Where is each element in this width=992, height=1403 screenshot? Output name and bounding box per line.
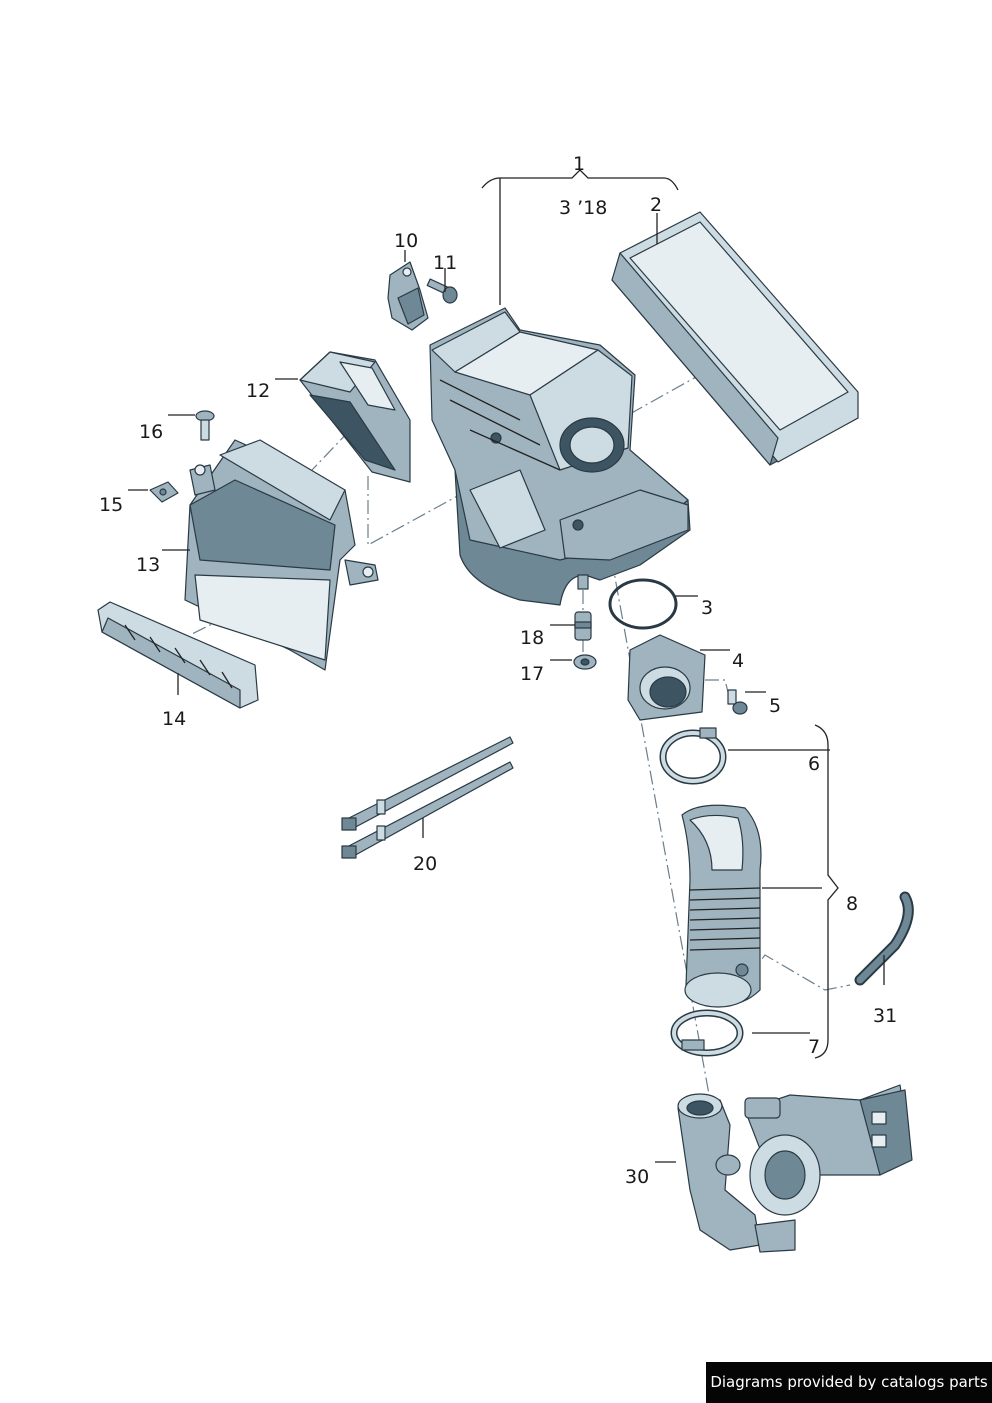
label-part-7: 7	[808, 1036, 820, 1058]
label-part-17: 17	[520, 663, 544, 685]
label-part-18: 18	[520, 627, 544, 649]
clip-15	[149, 481, 179, 503]
label-part-15: 15	[99, 494, 123, 516]
label-part-14: 14	[162, 708, 186, 730]
label-part-1: 1	[573, 153, 585, 175]
cable-ties	[341, 736, 514, 859]
leader-lines	[128, 169, 885, 1163]
label-part-2: 2	[650, 194, 662, 216]
adapter-flange	[627, 634, 706, 721]
credit-banner: Diagrams provided by catalogs parts	[706, 1362, 992, 1403]
intake-inlet	[299, 351, 411, 483]
grommet-18	[574, 611, 592, 641]
intake-grille	[97, 601, 259, 709]
air-filter-housing	[429, 307, 691, 606]
label-part-8: 8	[846, 893, 858, 915]
intake-hose	[681, 804, 762, 1008]
turbocharger	[677, 1084, 913, 1253]
label-part-16: 16	[139, 421, 163, 443]
label-part-3: 3	[701, 597, 713, 619]
label-part-11: 11	[433, 252, 457, 274]
bracket	[387, 261, 429, 331]
screw-5	[727, 689, 748, 715]
label-part-10: 10	[394, 230, 418, 252]
o-ring	[608, 578, 678, 630]
label-part-1-note: 3 ’18	[559, 197, 607, 219]
hose-clamp-6	[659, 727, 727, 785]
label-part-13: 13	[136, 554, 160, 576]
label-part-12: 12	[246, 380, 270, 402]
air-filter-element	[611, 211, 859, 466]
vent-hose	[854, 891, 914, 986]
label-part-5: 5	[769, 695, 781, 717]
screw-16	[195, 410, 215, 441]
label-part-31: 31	[873, 1005, 897, 1027]
label-part-20: 20	[413, 853, 437, 875]
hose-clamp-7	[670, 1009, 744, 1057]
label-part-4: 4	[732, 650, 744, 672]
label-part-30: 30	[625, 1166, 649, 1188]
nut-17	[573, 654, 597, 670]
bolt-11	[426, 278, 458, 304]
callout-labels: 1 3 ’18 2 3 4 5 6 7 8 10 11 12 13 14 15 …	[99, 153, 897, 1188]
air-duct	[184, 439, 379, 671]
label-part-6: 6	[808, 753, 820, 775]
